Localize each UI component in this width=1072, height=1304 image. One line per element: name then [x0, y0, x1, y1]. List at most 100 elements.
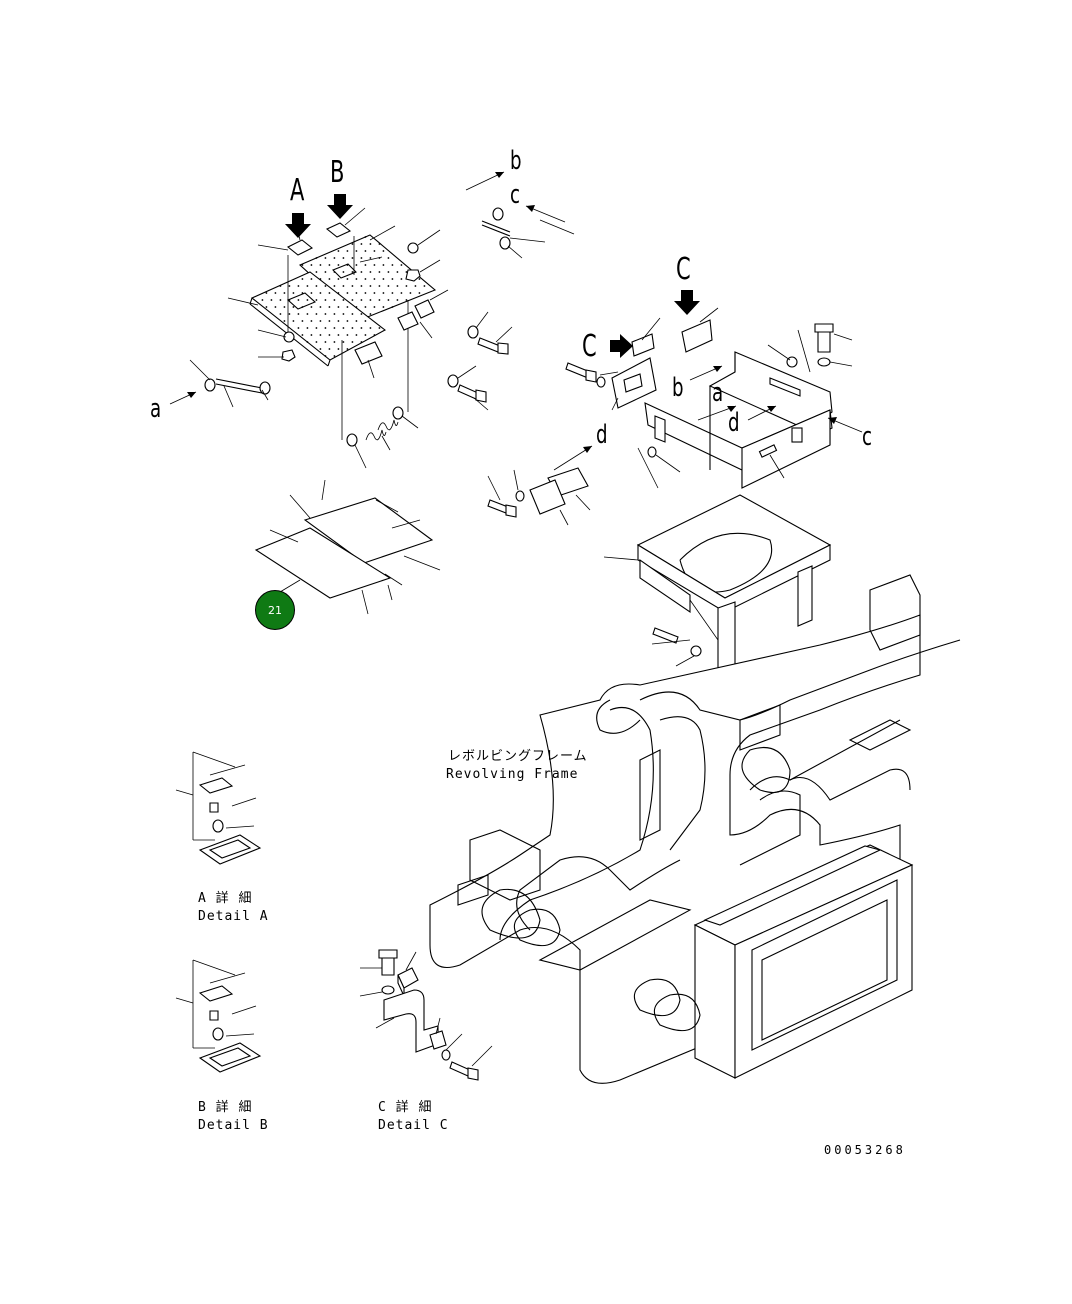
- plate-dot: [382, 278, 385, 280]
- plate-dot: [351, 285, 354, 287]
- plate-dot: [405, 299, 408, 301]
- plate-dot: [283, 306, 286, 308]
- plate-dot: [274, 292, 277, 294]
- plate-dot: [319, 292, 322, 294]
- plate-dot: [373, 264, 376, 266]
- plate-dot: [373, 250, 376, 252]
- detail-a-title-en: Detail A: [198, 909, 269, 924]
- plate-dot: [355, 250, 358, 252]
- plate-dot: [333, 341, 336, 343]
- plate-dot: [405, 271, 408, 273]
- arrow-label-b-top: b: [510, 146, 522, 176]
- plate-dot: [315, 327, 318, 329]
- floor-mat: [254, 479, 441, 615]
- plate-dot: [306, 327, 309, 329]
- plate-dot: [396, 285, 399, 287]
- plate-dot: [378, 327, 381, 329]
- plate-dot: [319, 306, 322, 308]
- arrow-label-a-left: a: [150, 394, 162, 424]
- plate-dot: [333, 285, 336, 287]
- plate-dot: [288, 313, 291, 315]
- plate-dot: [351, 257, 354, 259]
- plate-dot: [378, 285, 381, 287]
- plate-dot: [360, 271, 363, 273]
- plate-dot: [351, 299, 354, 301]
- plate-dot: [351, 243, 354, 245]
- plate-dot: [382, 306, 385, 308]
- detail-b-drawing: [175, 959, 262, 1073]
- plate-dot: [360, 327, 363, 329]
- plate-dot: [391, 292, 394, 294]
- plate-dot: [346, 250, 349, 252]
- plate-dot: [409, 292, 412, 294]
- plate-dot: [324, 327, 327, 329]
- plate-dot: [423, 285, 426, 287]
- plate-dot: [369, 271, 372, 273]
- seat-stand: [565, 290, 863, 489]
- plate-dot: [414, 285, 417, 287]
- plate-dot: [333, 299, 336, 301]
- plate-dot: [396, 271, 399, 273]
- detail-b-title-jp: B 詳 細: [198, 1100, 253, 1115]
- plate-dot: [400, 264, 403, 266]
- plate-dot: [279, 299, 282, 301]
- plate-dot: [360, 313, 363, 315]
- plate-dot: [360, 299, 363, 301]
- plate-dot: [391, 306, 394, 308]
- plate-dot: [261, 299, 264, 301]
- plate-dot: [279, 313, 282, 315]
- plate-dot: [315, 285, 318, 287]
- plate-dot: [400, 278, 403, 280]
- detail-c-title-en: Detail C: [378, 1118, 449, 1133]
- plate-dot: [378, 243, 381, 245]
- plate-dot: [364, 306, 367, 308]
- callout-badge[interactable]: 21: [255, 590, 295, 630]
- plate-dot: [364, 334, 367, 336]
- plate-dot: [378, 271, 381, 273]
- drawing-number: 00053268: [824, 1143, 906, 1157]
- plate-dot: [301, 306, 304, 308]
- plate-dot: [328, 334, 331, 336]
- plate-dot: [324, 313, 327, 315]
- plate-dot: [328, 278, 331, 280]
- plate-dot: [346, 306, 349, 308]
- plate-dot: [337, 250, 340, 252]
- plate-dot: [301, 292, 304, 294]
- plate-dot: [346, 348, 349, 350]
- plate-dot: [333, 355, 336, 357]
- plate-dot: [292, 306, 295, 308]
- plate-dot: [270, 299, 273, 301]
- plate-dot: [301, 264, 304, 266]
- plate-dot: [324, 271, 327, 273]
- plate-dot: [328, 320, 331, 322]
- plate-dot: [382, 264, 385, 266]
- plate-dot: [310, 292, 313, 294]
- plate-dot: [315, 299, 318, 301]
- view-arrow-label-a: A: [290, 173, 305, 208]
- plate-dot: [319, 348, 322, 350]
- plate-dot: [351, 341, 354, 343]
- frame-label-english: Revolving Frame: [446, 767, 579, 782]
- plate-dot: [315, 313, 318, 315]
- plate-dot: [342, 271, 345, 273]
- plate-dot: [364, 278, 367, 280]
- plate-dot: [387, 299, 390, 301]
- plate-dot: [418, 278, 421, 280]
- plate-dot: [346, 320, 349, 322]
- plate-dot: [369, 243, 372, 245]
- plate-dot: [301, 334, 304, 336]
- plate-dot: [360, 341, 363, 343]
- plate-dot: [387, 257, 390, 259]
- plate-dot: [364, 320, 367, 322]
- plate-dot: [387, 285, 390, 287]
- plate-dot: [355, 292, 358, 294]
- plate-dot: [333, 327, 336, 329]
- mount-plate: [487, 445, 593, 526]
- plate-dot: [297, 285, 300, 287]
- plate-dot: [292, 292, 295, 294]
- plate-dot: [337, 348, 340, 350]
- plate-dot: [333, 257, 336, 259]
- plate-dot: [391, 278, 394, 280]
- plate-dot: [351, 313, 354, 315]
